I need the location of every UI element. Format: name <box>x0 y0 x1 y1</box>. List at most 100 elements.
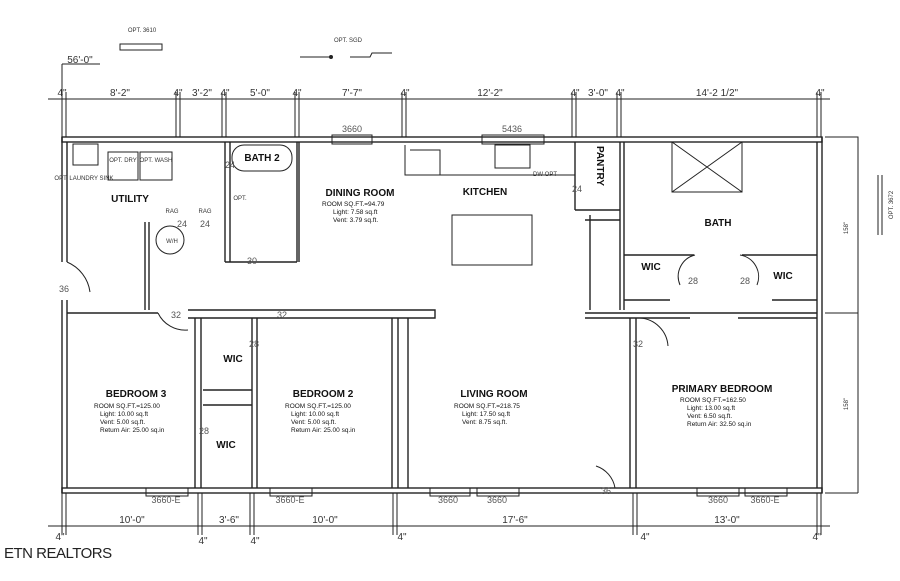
room-wic: WIC <box>641 262 660 273</box>
room_info-primary-3-label: Return Air: 32.50 sq.in <box>687 421 752 428</box>
room_info-living-2-label: Vent: 8.75 sq.ft. <box>462 419 507 426</box>
doors-d24b-label: 24 <box>177 219 187 229</box>
bottom_dims-10-label: 4" <box>812 532 822 543</box>
room_info-bedroom3-1-label: Light: 10.00 sq.ft <box>100 411 148 418</box>
room_info-dining-0-label: ROOM SQ.FT.=94.79 <box>322 201 385 208</box>
windows-top1-label: 3660 <box>342 124 362 134</box>
room_info-dining-2-label: Vent: 3.79 sq.ft. <box>333 217 378 224</box>
top_dims-9-label: 12'-2" <box>477 88 503 99</box>
windows-b3-label: 3660 <box>438 495 458 505</box>
room-bedroom2: BEDROOM 2 <box>293 389 354 400</box>
bottom_dims-9-label: 13'-0" <box>714 515 740 526</box>
top_dims-13-label: 14'-2 1/2" <box>696 88 739 99</box>
room_info-bedroom2-3-label: Return Air: 25.00 sq.in <box>291 427 356 434</box>
doors-d32c-label: 32 <box>633 339 643 349</box>
fixtures-wash-label: OPT. WASH <box>140 158 173 164</box>
bottom_dims-0-label: 4" <box>55 532 65 543</box>
interior-walls <box>67 141 817 488</box>
fixtures-opt-label: OPT. <box>233 196 247 202</box>
top_dims-2-label: 4" <box>173 88 183 99</box>
room-kitchen: KITCHEN <box>463 187 507 198</box>
windows-b1-label: 3660-E <box>151 495 180 505</box>
room-bath2: BATH 2 <box>244 153 280 164</box>
windows: 3660 5436 3660-E 3660-E 3660 3660 3660 3… <box>145 124 788 505</box>
room_info-living-0-label: ROOM SQ.FT.=218.75 <box>454 403 520 410</box>
doors-d28b-label: 28 <box>199 426 209 436</box>
doors-d36b-label: 36 <box>601 486 611 496</box>
room-wic: WIC <box>223 354 242 365</box>
fixture-labels: OPT. DRY OPT. WASH OPT. LAUNDRY SINK W/H… <box>54 158 557 245</box>
fixtures-rag1-label: RAG <box>165 209 178 215</box>
doors-d24c-label: 24 <box>200 219 210 229</box>
room_info-bedroom3-3-label: Return Air: 25.00 sq.in <box>100 427 165 434</box>
windows-b5-label: 3660 <box>708 495 728 505</box>
doors-d32a-label: 32 <box>171 310 181 320</box>
room_info-living-1-label: Light: 17.50 sq.ft <box>462 411 510 418</box>
bottom_dims-7-label: 17'-6" <box>502 515 528 526</box>
room_info-bedroom2-1-label: Light: 10.00 sq.ft <box>291 411 339 418</box>
opt-window-top: OPT. 3610 <box>119 28 163 51</box>
doors-d28a-label: 28 <box>249 339 259 349</box>
top_dims-14-label: 4" <box>815 88 825 99</box>
brand-watermark: ETN REALTORS <box>4 545 112 562</box>
top_dims-0-label: 4" <box>57 88 67 99</box>
doors-d36a-label: 36 <box>59 284 69 294</box>
doors-d28c-label: 28 <box>688 276 698 286</box>
top_dims-4-label: 4" <box>220 88 230 99</box>
side-dimensions: 158" 158" OPT. 3672 <box>825 136 895 494</box>
top_dims-7-label: 7'-7" <box>342 88 362 99</box>
door-swings: 24 24 24 24 30 36 32 32 28 28 28 28 32 3… <box>59 160 760 496</box>
room-pantry: PANTRY <box>594 146 605 186</box>
bottom_dims-3-label: 3'-6" <box>219 515 239 526</box>
top_dims-12-label: 4" <box>615 88 625 99</box>
doors-d30-label: 30 <box>247 256 257 266</box>
bottom_dims-1-label: 10'-0" <box>119 515 145 526</box>
overall-width-label: 56'-0" <box>67 55 93 66</box>
bottom_dims-2-label: 4" <box>198 536 208 547</box>
room-bath: BATH <box>704 218 731 229</box>
top-dimensions: 4" 8'-2" 4" 3'-2" 4" 5'-0" 4" 7'-7" 4" 1… <box>48 88 830 137</box>
room_info-primary-0-label: ROOM SQ.FT.=162.50 <box>680 397 746 404</box>
side_dims-0-label: 158" <box>844 222 850 234</box>
windows-b2-label: 3660-E <box>275 495 304 505</box>
room_info-bedroom3-2-label: Vent: 5.00 sq.ft. <box>100 419 145 426</box>
room-dining: DINING ROOM <box>326 188 395 199</box>
room-wic: WIC <box>773 271 792 282</box>
room_info-bedroom2-2-label: Vent: 5.00 sq.ft. <box>291 419 336 426</box>
room-living: LIVING ROOM <box>460 389 527 400</box>
top_dims-3-label: 3'-2" <box>192 88 212 99</box>
fixtures-wh-label: W/H <box>166 239 178 245</box>
room_info-bedroom3-0-label: ROOM SQ.FT.=125.00 <box>94 403 160 410</box>
doors-d24d-label: 24 <box>572 184 582 194</box>
top_dims-8-label: 4" <box>400 88 410 99</box>
fixtures-rag2-label: RAG <box>198 209 211 215</box>
doors-d32b-label: 32 <box>277 310 287 320</box>
room_info-primary-2-label: Vent: 6.50 sq.ft. <box>687 413 732 420</box>
opt-sgd-label: OPT. SGD <box>334 38 363 44</box>
room_info-primary-1-label: Light: 13.00 sq.ft <box>687 405 735 412</box>
room-utility: UTILITY <box>111 194 149 205</box>
top_dims-11-label: 3'-0" <box>588 88 608 99</box>
room-wic: WIC <box>216 440 235 451</box>
room-bedroom3: BEDROOM 3 <box>106 389 167 400</box>
options-window_right-label: OPT. 3672 <box>889 190 895 219</box>
room-labels: UTILITY BATH 2 DINING ROOM KITCHEN PANTR… <box>106 146 793 451</box>
opt-window-label: OPT. 3610 <box>128 28 157 34</box>
bottom_dims-8-label: 4" <box>640 532 650 543</box>
doors-d28d-label: 28 <box>740 276 750 286</box>
bottom_dims-4-label: 4" <box>250 536 260 547</box>
top_dims-6-label: 4" <box>292 88 302 99</box>
room-primary: PRIMARY BEDROOM <box>672 384 773 395</box>
fixtures-dw-label: DW OPT <box>533 172 557 178</box>
windows-b6-label: 3660-E <box>750 495 779 505</box>
room-info: ROOM SQ.FT.=94.79 Light: 7.58 sq.ft Vent… <box>94 201 752 434</box>
top_dims-10-label: 4" <box>570 88 580 99</box>
room_info-bedroom2-0-label: ROOM SQ.FT.=125.00 <box>285 403 351 410</box>
windows-b4-label: 3660 <box>487 495 507 505</box>
doors-d24a-label: 24 <box>225 160 235 170</box>
top_dims-1-label: 8'-2" <box>110 88 130 99</box>
opt-sgd: OPT. SGD <box>300 38 392 59</box>
bottom_dims-6-label: 4" <box>397 532 407 543</box>
side_dims-1-label: 158" <box>844 398 850 410</box>
